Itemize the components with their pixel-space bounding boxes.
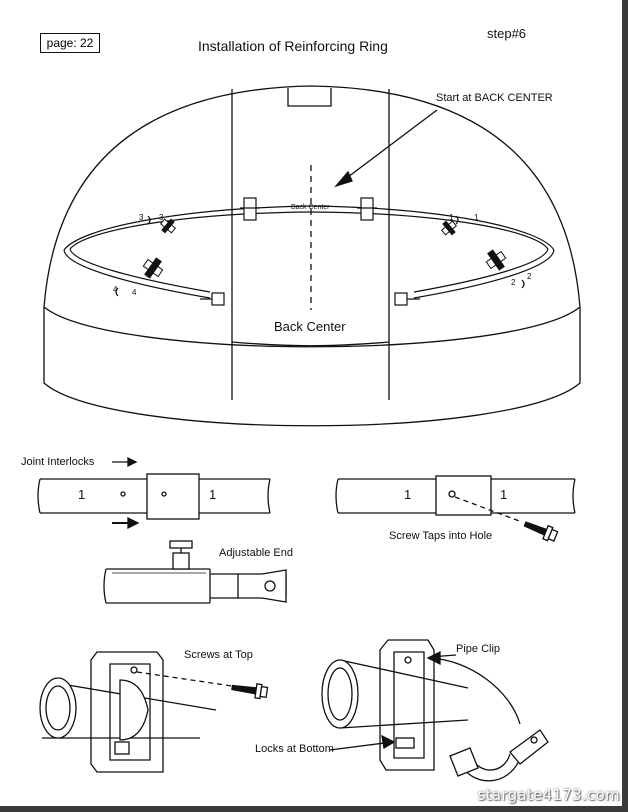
ring-marker: 1 [474, 213, 479, 222]
joint-number: 1 [209, 487, 217, 502]
ring-marker: 2 [527, 272, 532, 281]
ring-marker: 4 [113, 285, 118, 294]
screw-taps-label: Screw Taps into Hole [389, 530, 493, 542]
ring-marker: 4 [132, 288, 137, 297]
back-center-label: Back Center [274, 319, 346, 334]
locks-at-bottom-label: Locks at Bottom [255, 743, 334, 755]
adjustable-end-label: Adjustable End [219, 547, 293, 559]
ring-marker: 3 [159, 213, 164, 222]
screw-icon [231, 683, 269, 700]
ring-back-center-label: Back Center [291, 204, 330, 211]
pipe-clip-left-diagram [39, 651, 269, 773]
reinforcing-ring [63, 197, 555, 306]
pipe-clip-label: Pipe Clip [456, 643, 501, 655]
step-label: step#6 [487, 26, 527, 41]
dome-illustration [43, 85, 581, 427]
start-at-back-center-label: Start at BACK CENTER [436, 92, 553, 104]
joint-number: 1 [404, 487, 412, 502]
joint-number: 1 [500, 487, 508, 502]
page-number-badge: page: 22 [40, 33, 100, 53]
ring-marker: 2 [511, 278, 516, 287]
ring-marker: 3 [139, 213, 144, 222]
pipe-clip-right-diagram [321, 639, 549, 782]
page-title: Installation of Reinforcing Ring [198, 38, 388, 54]
adjustable-end-diagram [103, 540, 287, 604]
watermark: stargate4173.com [477, 786, 620, 804]
ring-marker: 1 [449, 213, 454, 222]
joint-interlock-diagram [37, 456, 271, 530]
dome-screws [142, 218, 507, 279]
screw-icon [523, 521, 559, 542]
screws-at-top-label: Screws at Top [184, 649, 253, 661]
start-arrow [334, 109, 438, 188]
joint-number: 1 [78, 487, 86, 502]
locks-arrow [329, 734, 396, 751]
screw-tap-diagram [335, 475, 576, 542]
joint-interlocks-label: Joint Interlocks [21, 456, 95, 468]
